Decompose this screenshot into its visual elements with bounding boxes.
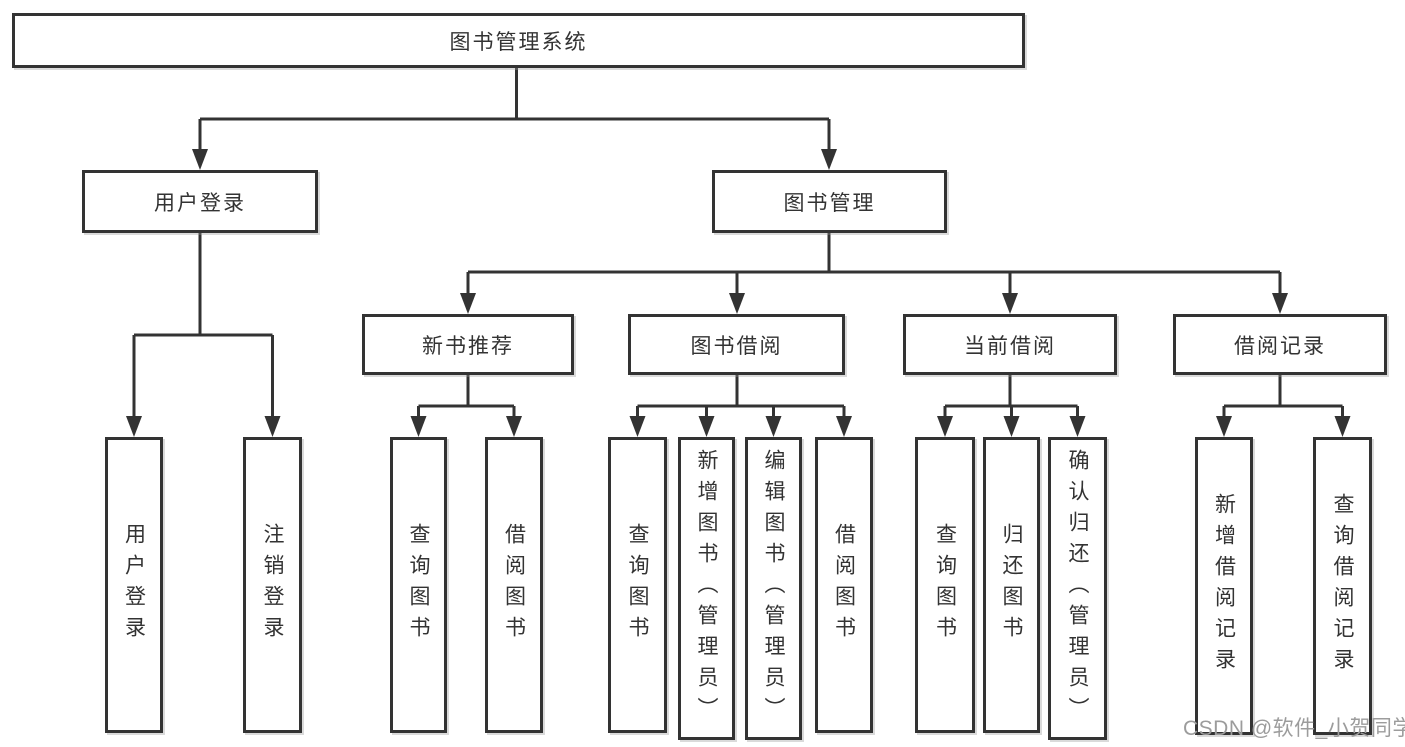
leaf-confirm-return-admin: 确认归还（管理员） [1048,437,1107,740]
leaf-label: 查询图书 [933,523,957,647]
leaf-add-books-admin: 新增图书（管理员） [678,437,735,740]
leaf-label: 新增借阅记录 [1212,493,1236,679]
node-book-borrowing: 图书借阅 [628,314,845,375]
leaf-borrow-books-borrowing: 借阅图书 [815,437,873,733]
node-label: 当前借阅 [964,334,1056,358]
node-label: 图书管理 [783,191,876,215]
leaf-label: 查询借阅记录 [1331,493,1354,679]
leaf-return-books: 归还图书 [983,437,1040,733]
leaf-user-login: 用户登录 [105,437,163,733]
leaf-label: 新增图书（管理员） [695,449,718,728]
leaf-label: 归还图书 [1000,523,1023,647]
leaf-query-books-borrowing: 查询图书 [608,437,667,733]
leaf-label: 借阅图书 [502,523,526,647]
leaf-label: 查询图书 [626,523,649,647]
node-label: 图书借阅 [690,334,783,358]
arrowhead-icons [126,149,1351,437]
node-label: 用户登录 [154,191,246,215]
leaf-query-books-recommend: 查询图书 [390,437,447,733]
node-label: 新书推荐 [422,334,514,358]
node-root-system: 图书管理系统 [12,13,1025,68]
node-new-book-recommend: 新书推荐 [362,314,574,375]
node-current-borrowing: 当前借阅 [903,314,1117,375]
node-book-management: 图书管理 [712,170,947,233]
node-label: 图书管理系统 [449,30,588,54]
node-label: 借阅记录 [1234,334,1326,358]
leaf-borrow-books-recommend: 借阅图书 [485,437,543,733]
csdn-watermark: CSDN @软件_小贺同学 [1183,717,1405,740]
node-user-login: 用户登录 [82,170,318,233]
leaf-label: 确认归还（管理员） [1066,449,1089,728]
leaf-label: 借阅图书 [832,523,856,647]
leaf-logout-login: 注销登录 [243,437,302,733]
leaf-label: 查询图书 [407,523,430,647]
leaf-query-borrow-record: 查询借阅记录 [1313,437,1372,735]
leaf-label: 注销登录 [261,523,284,647]
node-borrowing-records: 借阅记录 [1173,314,1387,375]
leaf-label: 编辑图书（管理员） [762,449,785,728]
leaf-add-borrow-record: 新增借阅记录 [1195,437,1253,735]
leaf-query-books-current: 查询图书 [915,437,975,733]
leaf-edit-books-admin: 编辑图书（管理员） [745,437,802,740]
leaf-label: 用户登录 [122,523,146,647]
